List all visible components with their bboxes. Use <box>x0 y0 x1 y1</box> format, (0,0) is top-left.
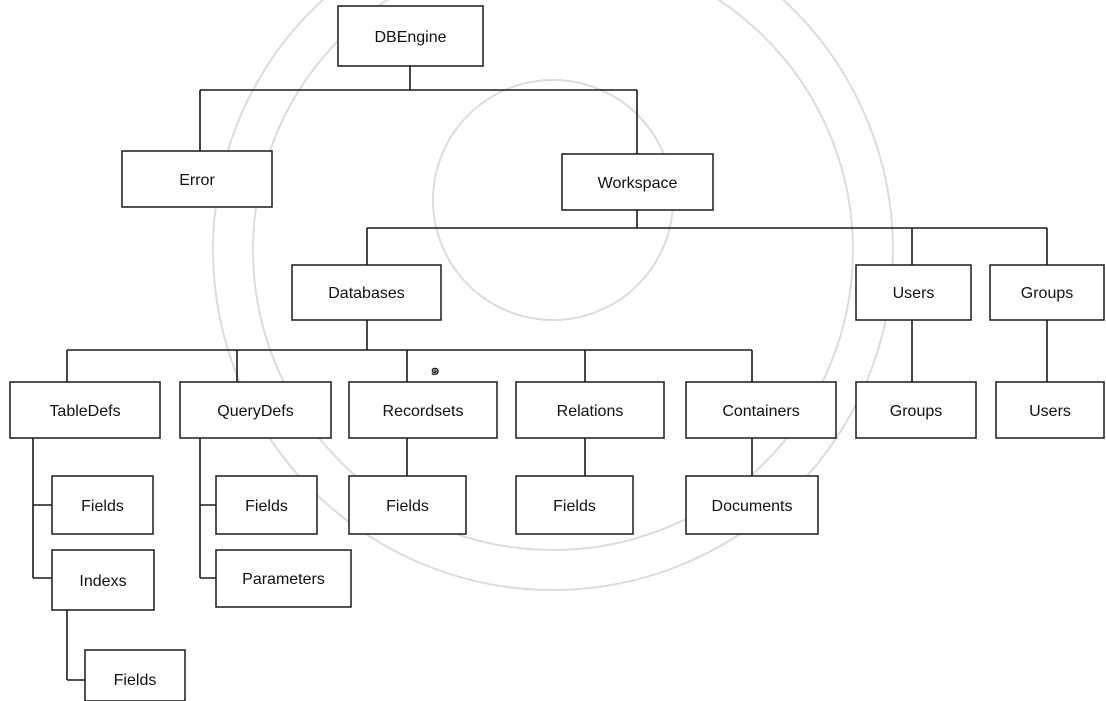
node-tabledefs-label: TableDefs <box>49 403 120 420</box>
node-users-groups: Groups <box>855 381 977 439</box>
node-relations: Relations <box>515 381 665 439</box>
node-recordsets-fields-label: Fields <box>386 498 429 515</box>
node-containers-documents: Documents <box>685 475 819 535</box>
connector-workspace <box>366 210 1048 265</box>
connector-indexs <box>66 610 85 681</box>
node-users: Users <box>855 264 972 321</box>
node-tabledefs-indexs-label: Indexs <box>79 573 126 590</box>
node-databases: Databases <box>291 264 442 321</box>
node-relations-fields-label: Fields <box>553 498 596 515</box>
node-dbengine-label: DBEngine <box>374 29 446 46</box>
connector-dbengine <box>199 66 638 154</box>
connector-lines <box>32 66 1048 681</box>
connector-databases <box>66 320 753 382</box>
node-querydefs: QueryDefs <box>179 381 332 439</box>
node-querydefs-label: QueryDefs <box>217 403 293 420</box>
node-indexs-fields-label: Fields <box>114 672 157 689</box>
node-groups-users-label: Users <box>1029 403 1071 420</box>
node-querydefs-parameters: Parameters <box>215 549 352 608</box>
node-error: Error <box>121 150 273 208</box>
node-querydefs-fields-label: Fields <box>245 498 288 515</box>
node-workspace: Workspace <box>561 153 714 211</box>
node-recordsets-fields: Fields <box>348 475 467 535</box>
node-error-label: Error <box>179 172 215 189</box>
node-groups: Groups <box>989 264 1105 321</box>
node-tabledefs: TableDefs <box>9 381 161 439</box>
connector-querydefs <box>199 438 216 579</box>
node-groups-label: Groups <box>1021 285 1073 302</box>
node-users-label: Users <box>893 285 935 302</box>
connector-tabledefs <box>32 438 52 579</box>
node-containers: Containers <box>685 381 837 439</box>
node-tabledefs-indexs: Indexs <box>51 549 155 611</box>
node-recordsets-label: Recordsets <box>383 403 464 420</box>
node-querydefs-parameters-label: Parameters <box>242 571 325 588</box>
node-tabledefs-fields: Fields <box>51 475 154 535</box>
node-indexs-fields: Fields <box>84 649 186 701</box>
svg-text:๑: ๑ <box>430 362 440 379</box>
node-tabledefs-fields-label: Fields <box>81 498 124 515</box>
node-groups-users: Users <box>995 381 1105 439</box>
node-querydefs-fields: Fields <box>215 475 318 535</box>
node-recordsets: Recordsets <box>348 381 498 439</box>
node-containers-label: Containers <box>722 403 799 420</box>
node-containers-documents-label: Documents <box>712 498 793 515</box>
node-users-groups-label: Groups <box>890 403 942 420</box>
node-relations-label: Relations <box>557 403 624 420</box>
node-databases-label: Databases <box>328 285 405 302</box>
node-relations-fields: Fields <box>515 475 634 535</box>
node-dbengine: DBEngine <box>337 5 484 67</box>
node-workspace-label: Workspace <box>598 175 678 192</box>
